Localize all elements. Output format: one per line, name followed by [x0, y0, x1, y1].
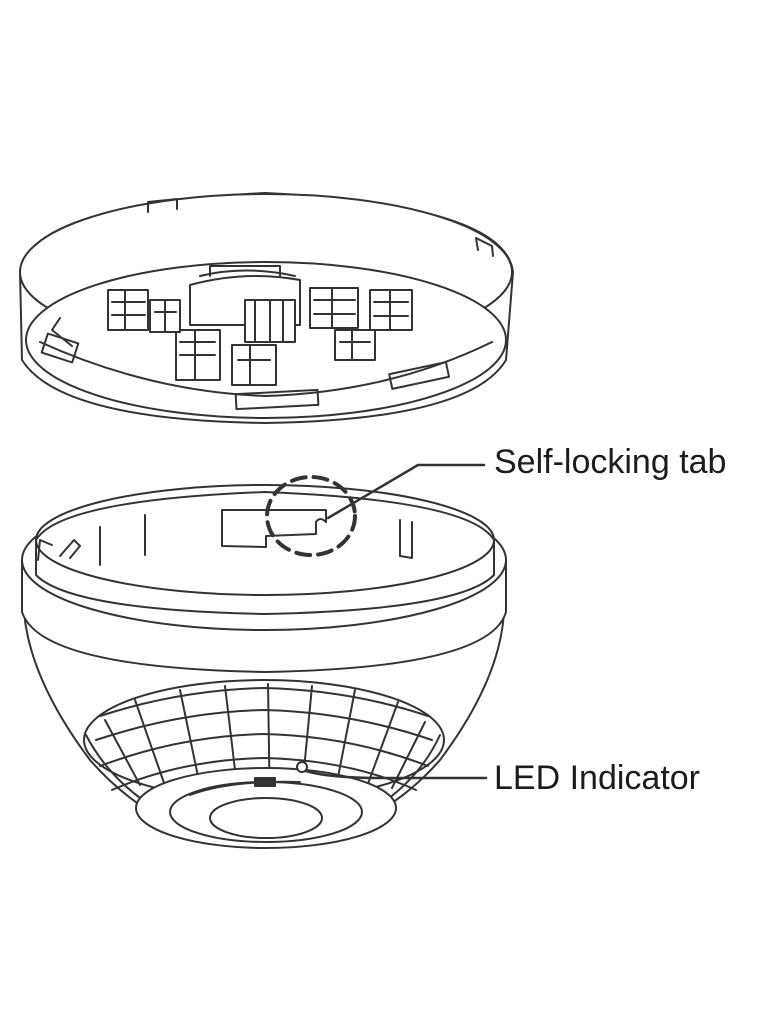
detector-head — [21, 484, 507, 849]
self-locking-tab-callout — [265, 463, 486, 557]
mounting-base — [19, 192, 514, 424]
self-locking-tab-label: Self-locking tab — [494, 443, 727, 481]
led-indicator-dot — [296, 761, 308, 773]
led-indicator-label: LED Indicator — [494, 759, 700, 797]
led-indicator-callout — [304, 769, 488, 780]
